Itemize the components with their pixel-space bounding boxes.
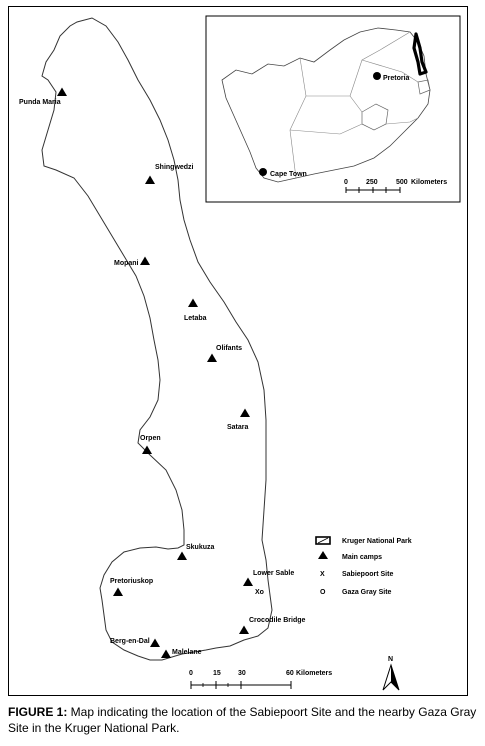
camp-marker-crocodile-bridge	[239, 625, 249, 634]
legend-symbol-sabiepoort: X	[320, 571, 325, 578]
figure-frame	[8, 6, 468, 696]
north-arrow-label: N	[388, 656, 393, 663]
pretoria-dot	[373, 72, 381, 80]
legend-label-sabiepoort: Sabiepoort Site	[342, 571, 393, 578]
camp-label-shingwedzi: Shingwedzi	[155, 164, 194, 171]
cape-town-dot	[259, 168, 267, 176]
camp-label-pretoriuskop: Pretoriuskop	[110, 578, 153, 585]
inset-scale-tick-500: 500	[396, 179, 408, 186]
main-scale-tick-15: 15	[213, 670, 221, 677]
legend-label-camps: Main camps	[342, 554, 382, 561]
main-scale-bar: 0 15 30 60 Kilometers	[189, 670, 332, 689]
camp-label-punda-maria: Punda Maria	[19, 99, 61, 106]
inset-scale-tick-250: 250	[366, 179, 378, 186]
camp-marker-olifants	[207, 353, 217, 362]
legend-camp-triangle-icon	[318, 551, 328, 559]
inset-city-label-pretoria: Pretoria	[383, 75, 410, 82]
main-scale-tick-0: 0	[189, 670, 193, 677]
camp-label-satara: Satara	[227, 424, 249, 431]
camp-label-olifants: Olifants	[216, 345, 242, 352]
camp-label-crocodile-bridge: Crocodile Bridge	[249, 617, 306, 624]
camp-label-letaba: Letaba	[184, 315, 207, 322]
camp-label-berg-en-dal: Berg-en-Dal	[110, 638, 150, 645]
camp-label-skukuza: Skukuza	[186, 544, 215, 551]
sabiepoort-gaza-site-marker: Xo	[255, 589, 264, 596]
inset-scale-tick-0: 0	[344, 179, 348, 186]
province-borders	[289, 31, 419, 179]
camp-label-malelane: Malelane	[172, 649, 202, 656]
inset-kruger-highlight	[412, 32, 428, 76]
camp-label-orpen: Orpen	[140, 435, 161, 442]
camp-marker-orpen	[142, 445, 152, 454]
camp-marker-lower-sable	[243, 577, 253, 586]
caption-label: FIGURE 1:	[8, 705, 68, 719]
camp-marker-letaba	[188, 298, 198, 307]
camp-marker-skukuza	[177, 551, 187, 560]
camp-layer	[57, 87, 253, 658]
inset-map-frame	[205, 15, 461, 203]
inset-city-label-cape-town: Cape Town	[270, 171, 307, 178]
camp-marker-punda-maria	[57, 87, 67, 96]
inset-map: Pretoria Cape Town 0 250 500 Kilometers	[205, 15, 461, 203]
eswatini-outline	[417, 79, 431, 95]
legend-symbol-gaza: O	[320, 589, 326, 596]
camp-label-lower-sable: Lower Sable	[253, 570, 294, 577]
camp-marker-mopani	[140, 256, 150, 265]
caption-text: Map indicating the location of the Sabie…	[8, 705, 477, 735]
camp-marker-shingwedzi	[145, 175, 155, 184]
legend-label-gaza: Gaza Gray Site	[342, 589, 392, 596]
main-scale-tick-60: 60	[286, 670, 294, 677]
camp-marker-malelane	[161, 649, 171, 658]
legend: Kruger National Park Main camps X Sabiep…	[315, 536, 412, 596]
main-scale-tick-30: 30	[238, 670, 246, 677]
camp-marker-satara	[240, 408, 250, 417]
inset-scale-bar: 0 250 500 Kilometers	[344, 179, 447, 193]
camp-label-layer: Punda Maria Shingwedzi Mopani Letaba Oli…	[19, 99, 306, 656]
inset-scale-unit: Kilometers	[411, 179, 447, 186]
north-arrow-icon: N	[382, 656, 400, 691]
main-scale-unit: Kilometers	[296, 670, 332, 677]
camp-marker-berg-en-dal	[150, 638, 160, 647]
camp-label-mopani: Mopani	[114, 260, 139, 267]
figure-caption: FIGURE 1: Map indicating the location of…	[8, 704, 478, 736]
legend-label-park: Kruger National Park	[342, 538, 412, 545]
kruger-park-boundary	[41, 17, 273, 661]
map-figure: Punda Maria Shingwedzi Mopani Letaba Oli…	[19, 15, 461, 691]
camp-marker-pretoriuskop	[113, 587, 123, 596]
